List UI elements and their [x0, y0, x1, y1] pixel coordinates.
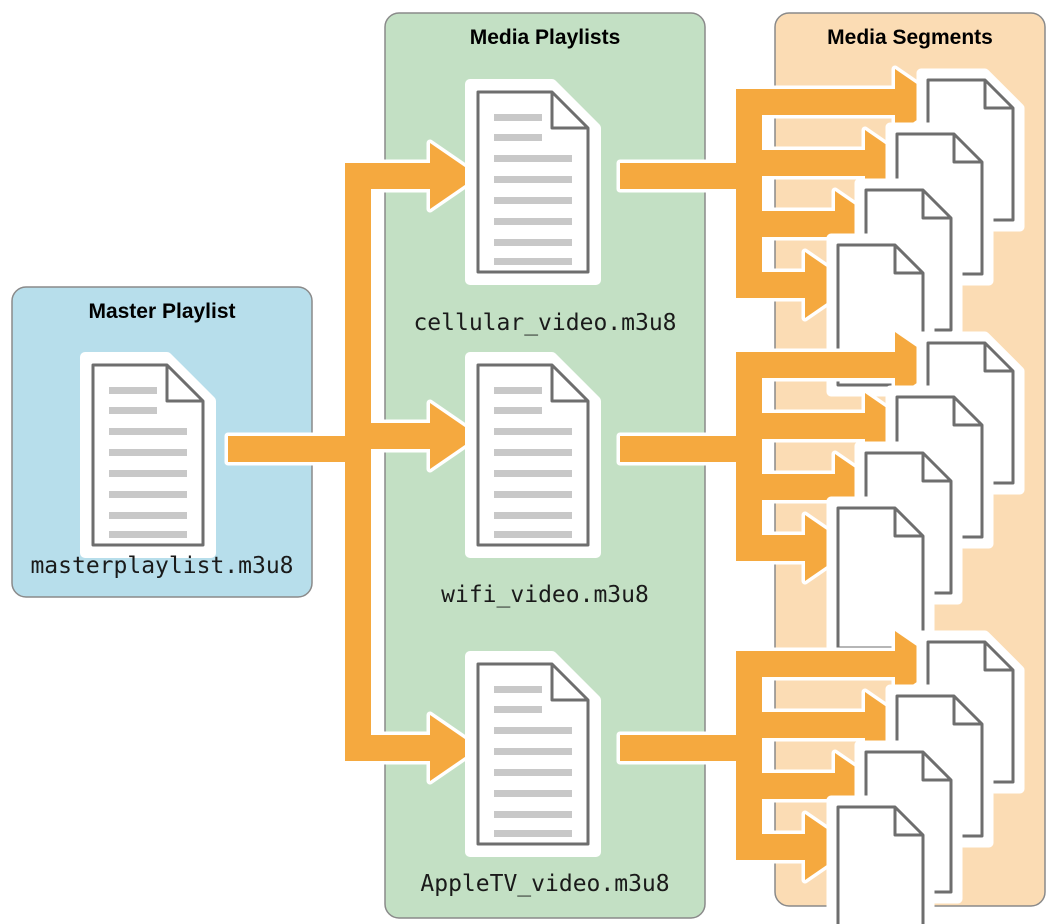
media-playlist-label-cellular: cellular_video.m3u8 [413, 310, 676, 336]
fanout-arrow-master [224, 139, 482, 785]
connector-master-to-playlists [224, 139, 482, 785]
panel-title-playlists: Media Playlists [470, 26, 621, 49]
segment-document-icon [836, 506, 925, 650]
media-playlist-row-appletv: AppleTV_video.m3u8 [420, 627, 1025, 924]
master-playlist-document: masterplaylist.m3u8 [30, 352, 294, 579]
media-playlist-row-cellular: cellular_video.m3u8 [413, 65, 1025, 397]
media-playlist-label-appletv: AppleTV_video.m3u8 [420, 871, 669, 897]
media-segment [826, 795, 935, 924]
master-playlist-label: masterplaylist.m3u8 [30, 553, 293, 579]
media-playlist-row-wifi: wifi_video.m3u8 [441, 328, 1025, 660]
media-playlist-label-wifi: wifi_video.m3u8 [441, 582, 649, 608]
panel-title-segments: Media Segments [827, 26, 993, 49]
panel-title-master: Master Playlist [88, 300, 235, 323]
segment-document-icon [836, 805, 925, 924]
media-segment [826, 496, 935, 660]
